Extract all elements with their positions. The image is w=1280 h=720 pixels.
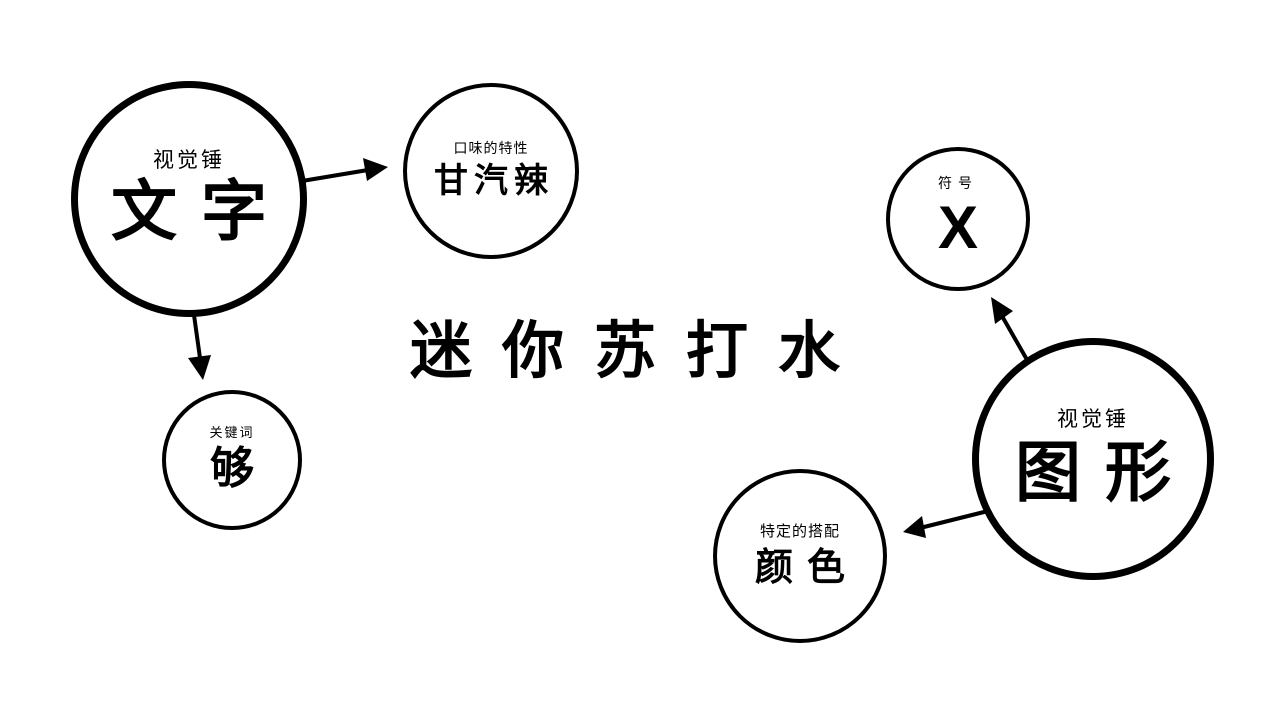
node-yanse: 特定的搭配 颜色: [713, 469, 887, 643]
arrowhead-gou: [188, 355, 211, 380]
arrowhead-yanse: [903, 516, 926, 538]
node-tuxing: 视觉锤 图形: [972, 338, 1214, 580]
node-wenzi-label: 视觉锤: [153, 148, 225, 173]
center-title: 迷你苏打水: [409, 314, 870, 387]
arrowhead-x: [991, 297, 1013, 324]
node-ganqila-title: 甘汽辣: [434, 161, 554, 201]
node-x-label: 符号: [938, 176, 978, 193]
arrowhead-ganqila: [363, 158, 388, 181]
node-gou: 关键词 够: [162, 390, 302, 530]
node-wenzi: 视觉锤 文字: [71, 81, 307, 317]
node-x-title: X: [937, 193, 979, 261]
node-ganqila: 口味的特性 甘汽辣: [403, 83, 579, 259]
node-wenzi-title: 文字: [111, 173, 291, 251]
node-yanse-label: 特定的搭配: [759, 521, 840, 540]
node-gou-title: 够: [210, 442, 254, 494]
node-yanse-title: 颜色: [754, 545, 859, 590]
arrow-line-tuxing-to-yanse: [922, 509, 990, 529]
node-tuxing-title: 图形: [1015, 434, 1195, 512]
arrow-line-tuxing-to-x: [1000, 314, 1028, 360]
node-tuxing-label: 视觉锤: [1057, 407, 1129, 432]
arrow-line-wenzi-to-ganqila: [300, 168, 370, 183]
node-x: 符号 X: [886, 147, 1030, 291]
arrow-line-wenzi-to-gou: [192, 313, 202, 360]
node-gou-label: 关键词: [209, 425, 255, 441]
node-ganqila-label: 口味的特性: [453, 140, 529, 157]
